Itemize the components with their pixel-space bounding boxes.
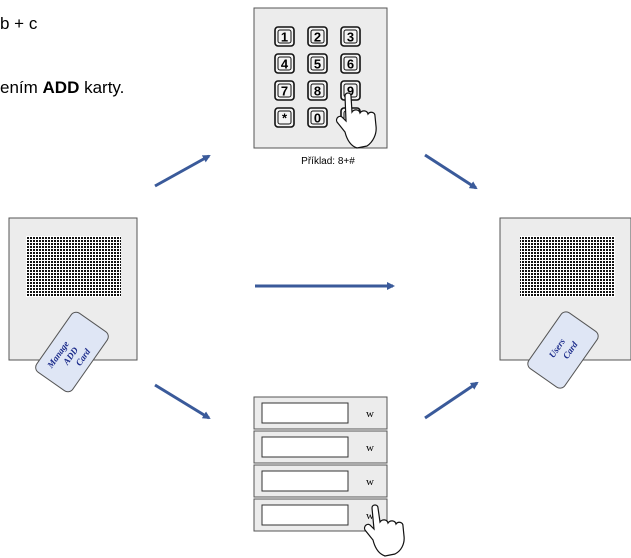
call-button-row[interactable]: w — [253, 430, 388, 464]
keypad-key-3[interactable]: 3 — [340, 26, 361, 47]
keypad-key-label: 9 — [347, 84, 354, 99]
instruction-suffix: karty. — [79, 78, 125, 97]
instruction-line-2: ením ADD karty. — [0, 78, 124, 98]
keypad-key-label: 0 — [314, 111, 321, 126]
call-button-row[interactable]: w — [253, 396, 388, 430]
keypad-key-4[interactable]: 4 — [274, 53, 295, 74]
keypad-key-1[interactable]: 1 — [274, 26, 295, 47]
hand-pointer-icon — [335, 92, 377, 149]
keypad-key-label: 7 — [281, 84, 288, 99]
call-button-row[interactable]: w — [253, 498, 388, 532]
speaker-grille — [26, 236, 121, 297]
keypad-key-6[interactable]: 6 — [340, 53, 361, 74]
speaker-grille-right — [520, 236, 615, 297]
keypad-key-label: 4 — [281, 57, 289, 72]
arrow-keypad-to-right — [424, 153, 478, 190]
call-button-row[interactable]: w — [253, 464, 388, 498]
name-label-field — [261, 504, 349, 526]
keypad-key-label: 8 — [314, 84, 321, 99]
button-panel: w w w w — [253, 396, 388, 532]
name-label-field — [261, 402, 349, 424]
instruction-line-1: b + c — [0, 14, 38, 33]
keypad-key-*[interactable]: * — [274, 107, 295, 128]
keypad-key-label: 2 — [314, 30, 321, 45]
keypad-key-label: 6 — [347, 57, 354, 72]
instruction-add-bold: ADD — [42, 78, 80, 97]
keypad-key-label: 5 — [314, 57, 321, 72]
name-label-field — [261, 470, 349, 492]
keypad-caption: Příklad: 8+# — [301, 156, 355, 167]
keypad-key-7[interactable]: 7 — [274, 80, 295, 101]
button-symbol: w — [366, 476, 374, 488]
arrow-buttons-to-right — [424, 381, 479, 420]
name-label-field — [261, 436, 349, 458]
hand-pointer-icon-2 — [363, 504, 405, 557]
button-symbol: w — [366, 510, 374, 522]
instruction-prefix: ením — [0, 78, 43, 97]
button-symbol: w — [366, 408, 374, 420]
keypad-key-label: 1 — [281, 30, 288, 45]
button-symbol: w — [366, 442, 374, 454]
keypad-key-5[interactable]: 5 — [307, 53, 328, 74]
keypad-key-8[interactable]: 8 — [307, 80, 328, 101]
users-card: Users Card — [527, 311, 599, 389]
keypad-key-label: * — [282, 111, 288, 126]
keypad-key-0[interactable]: 0 — [307, 107, 328, 128]
arrow-left-to-buttons — [154, 383, 211, 420]
keypad-key-2[interactable]: 2 — [307, 26, 328, 47]
keypad-key-label: 3 — [347, 30, 354, 45]
arrow-left-to-keypad — [154, 154, 211, 188]
